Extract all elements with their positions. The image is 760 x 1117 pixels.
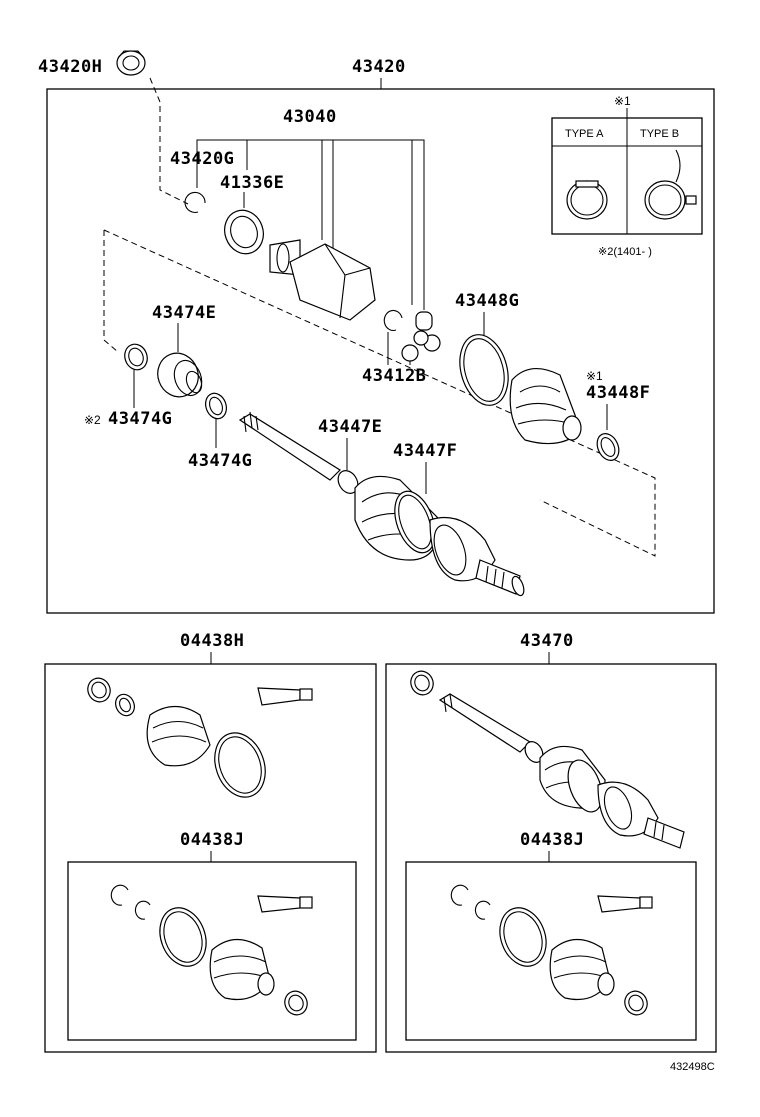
type-b-label: TYPE B [640, 128, 679, 140]
label-43448F: 43448F [586, 383, 650, 403]
snap-ring-43420G [184, 191, 206, 213]
inner-boot [509, 368, 582, 445]
kit-04438H-parts [87, 677, 313, 798]
label-43420G: 43420G [170, 149, 234, 169]
label-43474G-left: 43474G [108, 409, 172, 429]
snap-ring-43412B [383, 309, 403, 332]
boot-kit-right-inner-frame [405, 861, 697, 1041]
tripod-joint [401, 311, 441, 362]
label-43040: 43040 [283, 107, 337, 127]
dashed-outline-left [103, 230, 119, 353]
shaft-assembly-right-frame [385, 663, 717, 1053]
label-43420H: 43420H [38, 57, 102, 77]
inner-joint-housing-43040 [269, 239, 376, 321]
label-43420: 43420 [352, 57, 406, 77]
label-43474E: 43474E [152, 303, 216, 323]
clamp-43474G-left [124, 343, 148, 371]
kit-04438J-right-parts [450, 884, 653, 1016]
label-43447E: 43447E [318, 417, 382, 437]
boot-kit-left-inner-frame [67, 861, 357, 1041]
label-43412B: 43412B [362, 366, 426, 386]
boot-clamp-43448G [459, 334, 509, 406]
ring-41336E [224, 209, 264, 255]
boot-clamp-43448F [596, 433, 620, 461]
note1-mark-43448F: ※1 [586, 369, 603, 383]
label-41336E: 41336E [220, 173, 284, 193]
shaft-assembly-43470 [410, 670, 685, 849]
type-b-clamp [644, 149, 697, 220]
label-43448G: 43448G [455, 291, 519, 311]
drive-shaft-main [238, 411, 525, 597]
label-04438H: 04438H [180, 631, 244, 651]
sensor-ring-43474E [157, 352, 203, 398]
label-43474G-mid: 43474G [188, 451, 252, 471]
kit-04438J-left-parts [110, 884, 313, 1016]
note2-range: ※2(1401- ) [598, 246, 652, 258]
note2-mark-43474G: ※2 [84, 413, 101, 427]
type-a-clamp [566, 180, 608, 220]
label-43470: 43470 [520, 631, 574, 651]
diagram-code: 432498C [670, 1061, 715, 1073]
label-04438J-left: 04438J [180, 830, 244, 850]
clamp-43474G-mid [205, 392, 227, 420]
nut-43420H [116, 50, 146, 76]
note1-mark: ※1 [614, 94, 631, 108]
type-a-label: TYPE A [565, 128, 604, 140]
label-43447F: 43447F [393, 441, 457, 461]
label-04438J-right: 04438J [520, 830, 584, 850]
dashed-outline-right [103, 229, 656, 557]
